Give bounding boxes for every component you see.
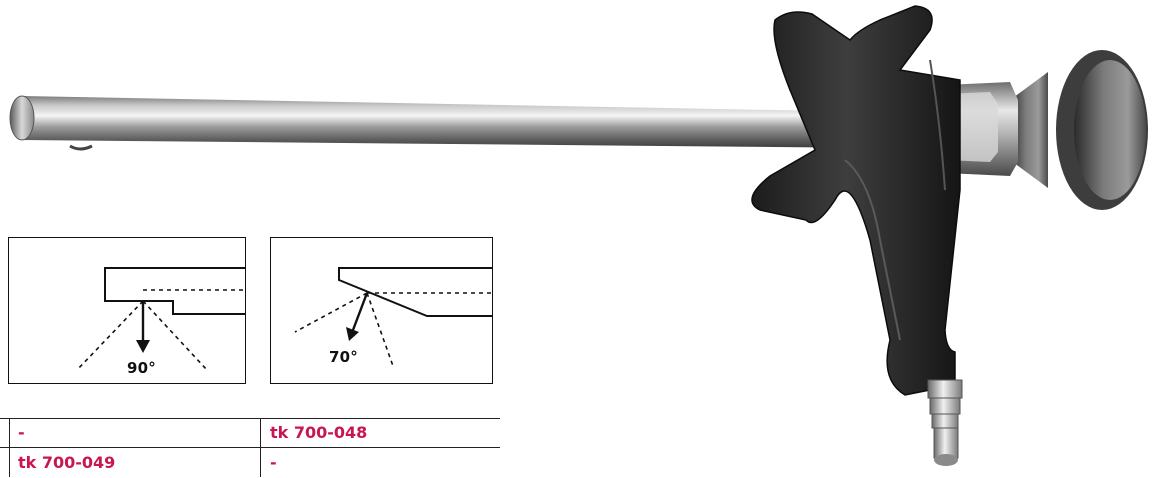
angle-label-70: 70°	[329, 348, 358, 366]
table-row: tk 700-049 -	[0, 448, 500, 478]
table-cell: tk 700-049	[18, 453, 116, 472]
table-divider	[9, 418, 10, 477]
diagram-90-degree-view: 90°	[8, 237, 246, 384]
angle-label-90: 90°	[127, 359, 156, 377]
diagram-90-lines	[76, 267, 245, 371]
table-row: - tk 700-048	[0, 418, 500, 448]
table-cell: tk 700-048	[270, 423, 368, 442]
table-divider	[260, 418, 261, 477]
table-cell: -	[270, 453, 277, 472]
diagram-70-lines	[294, 267, 492, 367]
table-cell: -	[18, 423, 25, 442]
diagram-70-degree-view: 70°	[270, 237, 493, 384]
